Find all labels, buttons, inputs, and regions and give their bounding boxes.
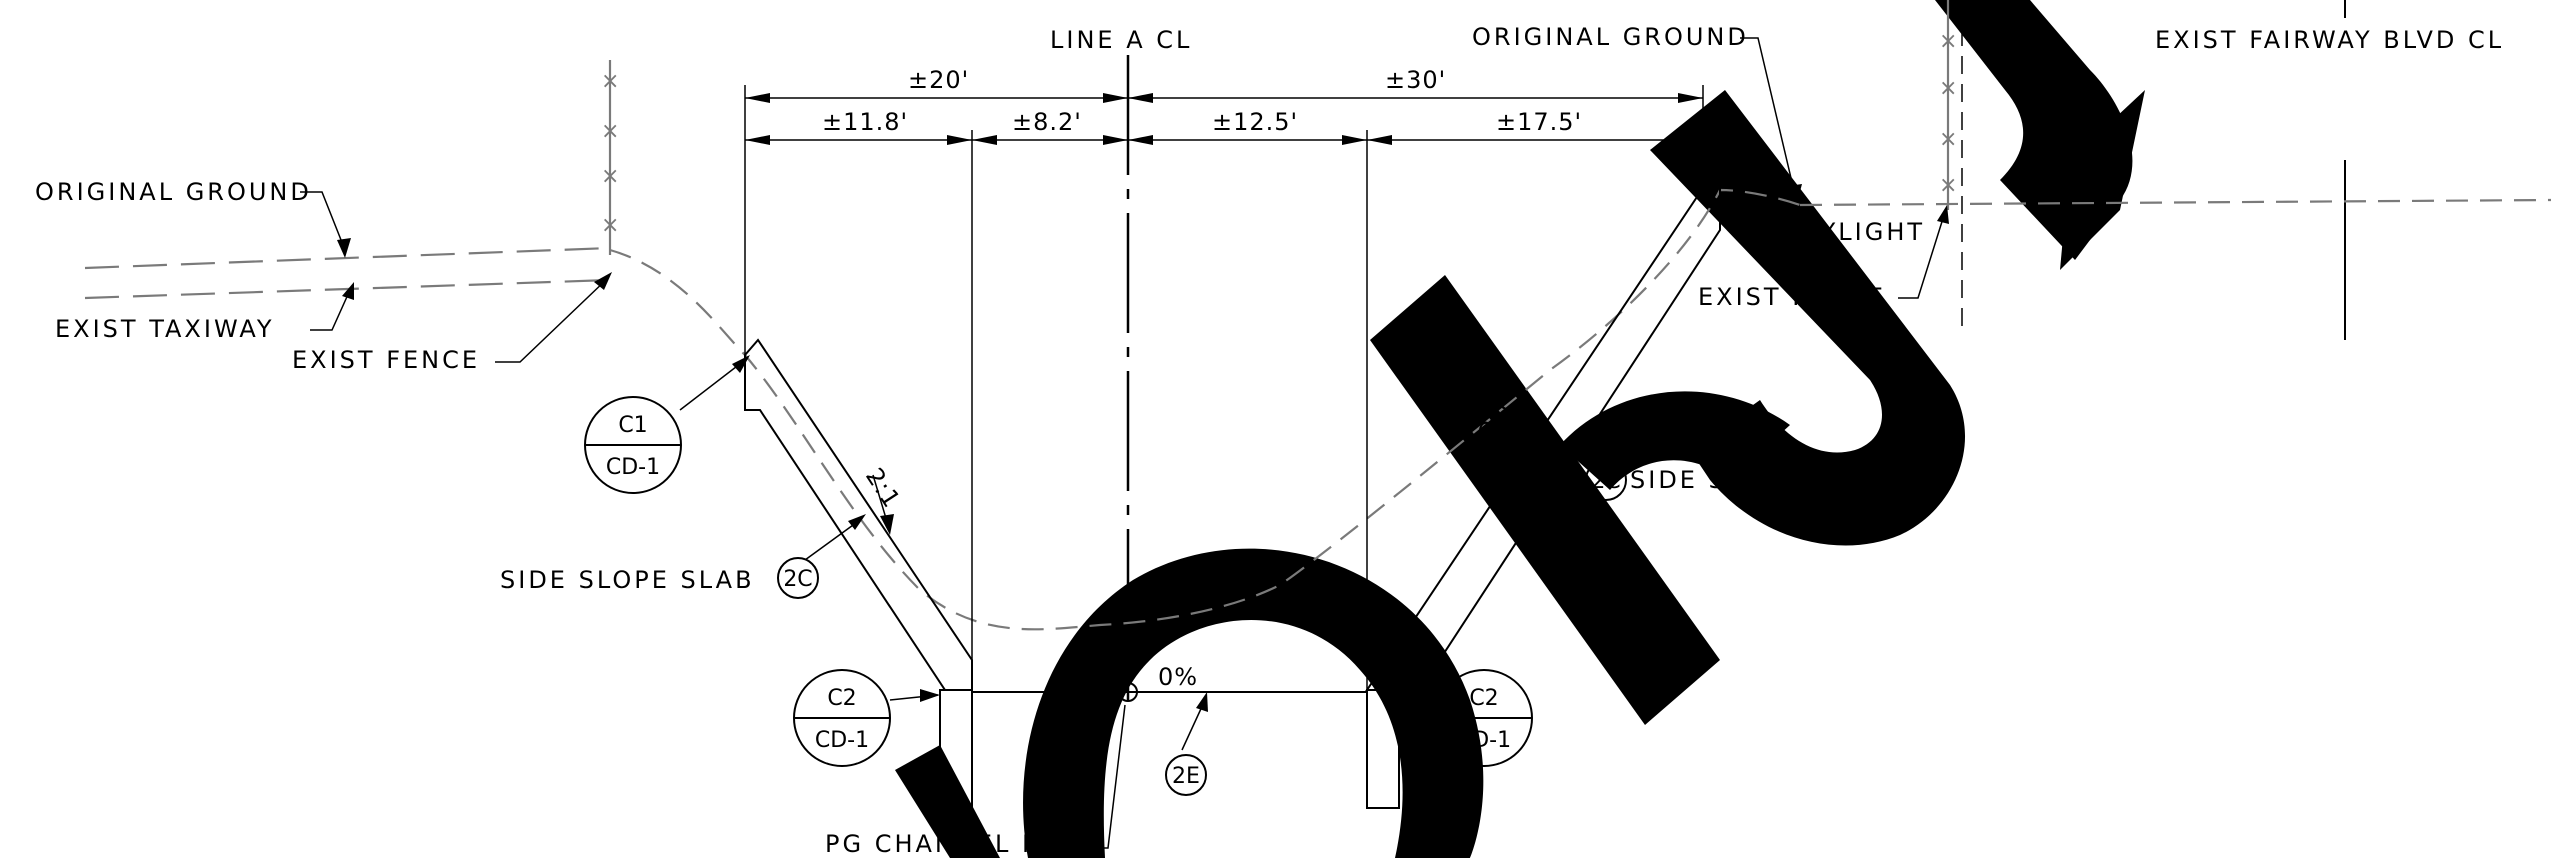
watermark-fragment [895,745,1000,858]
left-wall [939,689,973,809]
side-slope-left-label: SIDE SLOPE SLAB [500,566,755,594]
pg-channel-inv-label: PG CHANNEL INV [825,830,1072,858]
zero-percent-label: 0% [1158,663,1198,691]
exist-taxiway-label: EXIST TAXIWAY [55,315,275,343]
dimension-lines [745,93,1703,145]
existing-ground-lines [84,188,2551,631]
original-ground-profile [609,188,1801,631]
svg-text:×: × [601,69,619,94]
exist-fence-right: × × × × [1939,0,1963,330]
svg-text:C2: C2 [827,686,856,711]
callout-c2-right: C2 CD-1 [1435,669,1533,767]
original-ground-right-line [1799,198,2551,207]
svg-text:2C: 2C [1591,469,1620,494]
exist-fence-right-label: EXIST FENCE [1698,283,1886,311]
dim-left-a: ±11.8' [822,108,908,136]
side-slope-right-label: SIDE SLOPE SLAB [1630,466,1885,494]
svg-text:×: × [601,164,619,189]
watermark-r-leg [1560,391,1790,490]
dim-left-total: ±20' [908,66,969,94]
exist-taxiway-line [84,278,611,300]
svg-text:×: × [601,213,619,238]
tag-2e: 2E [1165,754,1207,796]
svg-text:CD-1: CD-1 [606,455,660,480]
watermark-d-right [2060,90,2145,270]
svg-text:×: × [601,119,619,144]
exist-fairway-label: EXIST FAIRWAY BLVD CL [2155,26,2504,54]
callout-c2-left: C2 CD-1 [793,669,891,767]
dim-right-a: ±12.5' [1212,108,1298,136]
svg-text:×: × [1939,29,1957,54]
watermark-o [1023,548,1484,858]
original-ground-left-label: ORIGINAL GROUND [35,178,312,206]
svg-text:×: × [1939,76,1957,101]
svg-text:C1: C1 [618,413,647,438]
line-a-cl-label: LINE A CL [1050,26,1192,54]
exist-fence-left: × × × × [601,60,619,255]
exist-fence-left-label: EXIST FENCE [292,346,480,374]
svg-text:2E: 2E [1172,764,1200,789]
dim-left-b: ±8.2' [1012,108,1082,136]
original-ground-left-line [84,246,611,270]
svg-text:C2: C2 [1469,686,1498,711]
original-ground-right-label: ORIGINAL GROUND [1472,23,1749,51]
slope-left-label: 2:1 [860,463,906,513]
svg-text:CD-1: CD-1 [1457,728,1511,753]
callout-c1: C1 CD-1 [584,396,682,494]
daylight-label: DAYLIGHT [1782,218,1925,246]
svg-text:CD-1: CD-1 [815,728,869,753]
leader-lines [300,37,1949,849]
tag-2c-left: 2C [777,557,819,599]
dim-right-total: ±30' [1385,66,1446,94]
svg-text:×: × [1939,127,1957,152]
svg-text:×: × [1939,173,1957,198]
svg-text:2C: 2C [783,567,812,592]
tag-2c-right: 2C [1585,459,1627,501]
left-slope-slab [744,338,973,691]
dim-right-b: ±17.5' [1496,108,1582,136]
